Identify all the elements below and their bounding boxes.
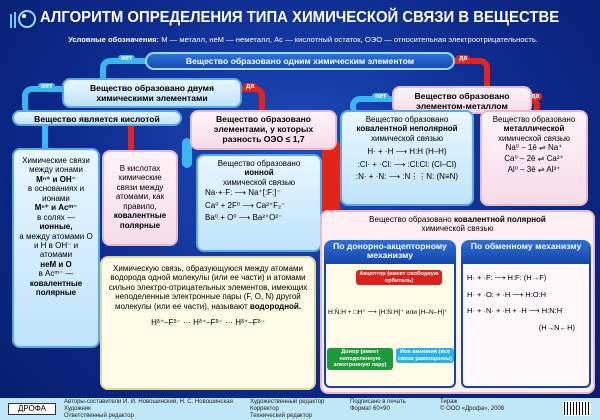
text: Mⁿ⁺ и Acᵐ⁻ xyxy=(34,203,78,213)
text: в Acᵐ⁻ — xyxy=(38,269,74,279)
formulas: Na·+·F: ⟶ Na⁺[:F:]⁻ Ca⁰ + 2F⁰ ⟶ Ca²⁺F₂⁻ … xyxy=(201,187,317,224)
legend-text: М — металл, неМ — неметалл, Ас — кислотн… xyxy=(159,35,538,44)
footer xyxy=(0,398,600,420)
yes-tag: да xyxy=(243,83,258,90)
acceptor-callout: Акцептор (имеет свободную орбиталь) xyxy=(356,270,442,286)
ionic-salts-box: Химические связи между ионами Mⁿ⁺ и OH⁻ … xyxy=(12,148,100,348)
legend-label: Условные обозначения: xyxy=(68,35,160,44)
formulas: Na⁰ – 1ē ⇌ Na⁺ Ca⁰ – 2ē ⇌ Ca²⁺ Al⁰ – 3ē … xyxy=(485,143,583,175)
credit-line: Художник xyxy=(64,405,91,412)
formula: (H→N←H) xyxy=(538,322,575,332)
formula: Al⁰ – 3ē ⇌ Al³⁺ xyxy=(507,164,561,174)
text: химической связью xyxy=(497,133,571,143)
no-tag: нет xyxy=(372,93,390,100)
formula: H· + ·N· + ·H + ·H ⟶ H:N:H xyxy=(467,306,563,315)
formula: Ba⁰ + O⁰ ⟶ Ba²⁺O²⁻ xyxy=(205,213,283,223)
text: в солях — xyxy=(36,212,76,222)
publisher-logo: ДРОФА xyxy=(8,403,56,415)
question-oeo-difference: Вещество образовано элементами, у которы… xyxy=(190,110,337,150)
formula: H· + ·F: ⟶ H:F: (H→F) xyxy=(467,273,547,282)
text: ионные, xyxy=(39,222,73,232)
text: а между атомами O и H в OH⁻ и атомами xyxy=(19,231,93,260)
text: ионной xyxy=(244,168,274,178)
text: Вещество образовано xyxy=(369,215,452,224)
text: Mⁿ⁺ и OH⁻ xyxy=(36,174,76,184)
acids-box: В кислотах химические связи между атомам… xyxy=(102,150,178,246)
page-title: АЛГОРИТМ ОПРЕДЕЛЕНИЯ ТИПА ХИМИЧЕСКОЙ СВЯ… xyxy=(40,9,560,26)
credit-line: Формат 60×90 xyxy=(350,405,390,412)
credit-line: Технический редактор xyxy=(250,412,313,419)
formula: Ca⁰ – 2ē ⇌ Ca²⁺ xyxy=(504,154,564,164)
metallic-box: Вещество образовано металлической химиче… xyxy=(480,110,588,206)
formula: Hᵟ⁺–Fᵟ⁻ ··· Hᵟ⁺–Fᵟ⁻ ··· Hᵟ⁺–Fᵟ⁻ xyxy=(151,318,265,328)
text: химической связью xyxy=(421,224,494,234)
formula: Na⁰ – 1ē ⇌ Na⁺ xyxy=(505,143,563,153)
text: ковалентные полярные xyxy=(29,278,83,298)
formula: H· + ·H ⟶ H:H (H–H) xyxy=(367,147,447,157)
credit-line: Подписано в печать xyxy=(350,399,406,405)
credit-line: Корректор xyxy=(250,405,279,412)
credit-line: Тираж xyxy=(440,399,458,405)
credit-line: Ответственный редактор xyxy=(64,412,134,419)
text: ковалентные полярные xyxy=(113,211,167,230)
text: Вещество образовано xyxy=(492,115,576,124)
logo xyxy=(8,8,38,30)
exchange-panel: H· + ·F: ⟶ H:F: (H→F) H· + ·O: + ·H ⟶ H:… xyxy=(461,264,591,388)
text: металлической xyxy=(503,124,565,134)
text: Химическую связь, образующуюся между ато… xyxy=(108,264,308,311)
hydrogen-bond-box: Химическую связь, образующуюся между ато… xyxy=(100,256,316,390)
connector-acid-no xyxy=(42,124,48,150)
text: в основаниях и ионами xyxy=(27,184,85,203)
text: В кислотах химические связи между атомам… xyxy=(115,164,165,211)
credits: Тираж© ООО «Дрофа», 2008 xyxy=(440,399,530,413)
text: химической связью xyxy=(222,177,296,187)
credit-line: © ООО «Дрофа», 2008 xyxy=(440,405,505,412)
question-two-elements: Вещество образовано двумя химическими эл… xyxy=(62,78,242,108)
exchange-header: По обменному механизму xyxy=(461,240,591,264)
no-tag: нет xyxy=(38,83,56,90)
ionic-box: Вещество образовано ионной химической св… xyxy=(196,154,322,252)
question-single-element: Вещество образовано одним химическим эле… xyxy=(145,52,455,70)
text: водородной. xyxy=(249,301,302,311)
text: неМ и O xyxy=(40,259,72,269)
text: химической связью xyxy=(370,133,444,143)
text: Вещество образовано xyxy=(365,115,449,124)
formula: Na·+·F: ⟶ Na⁺[:F:]⁻ xyxy=(205,188,281,198)
legend: Условные обозначения: М — металл, неМ — … xyxy=(8,35,598,44)
yes-tag: да xyxy=(456,55,471,62)
yes-tag: да xyxy=(528,93,543,100)
connector-no-5 xyxy=(182,138,192,168)
nonpolar-box: Вещество образовано ковалентной неполярн… xyxy=(340,110,474,206)
connector-yes-4 xyxy=(322,140,340,220)
formula: :N· + ·N: ⟶ :N⋮⋮N: (N≡N) xyxy=(355,172,459,182)
formula: :Cl· + ·Cl: ⟶ :Cl:Cl: (Cl–Cl) xyxy=(357,159,457,169)
credit-line: Авторы-составители И. И. Новошинский, Н.… xyxy=(64,399,233,405)
formula: H· + ·O: + ·H ⟶ H:O:H xyxy=(467,289,547,299)
connector-acid-yes xyxy=(128,124,134,150)
question-acid: Вещество является кислотой xyxy=(12,110,182,126)
donor-acceptor-header: По донорно-акцепторному механизму xyxy=(324,240,456,264)
no-tag: нет xyxy=(118,55,136,62)
credits: Авторы-составители И. И. Новошинский, Н.… xyxy=(64,399,244,420)
donor-acceptor-reaction: H:N̈:H + □H⁺ ⟶ [H:N̈:H]⁺ или [H–N–H]⁺ xyxy=(328,309,448,316)
credit-line: Художественный редактор xyxy=(250,399,325,405)
text: ковалентной полярной xyxy=(453,215,546,224)
donor-callout: Донор (имеет неподеленную электронную па… xyxy=(327,348,393,371)
text: Химические связи между ионами xyxy=(22,156,90,175)
barcode xyxy=(563,401,591,416)
formula: Ca⁰ + 2F⁰ ⟶ Ca²⁺F₂⁻ xyxy=(205,200,286,210)
text: Вещество образовано xyxy=(217,159,301,168)
ammonium-callout: Ион аммония (все связи равноценны) xyxy=(396,348,454,364)
formulas: H· + ·H ⟶ H:H (H–H) :Cl· + ·Cl: ⟶ :Cl:Cl… xyxy=(345,146,469,183)
text: ковалентной неполярной xyxy=(356,124,458,134)
